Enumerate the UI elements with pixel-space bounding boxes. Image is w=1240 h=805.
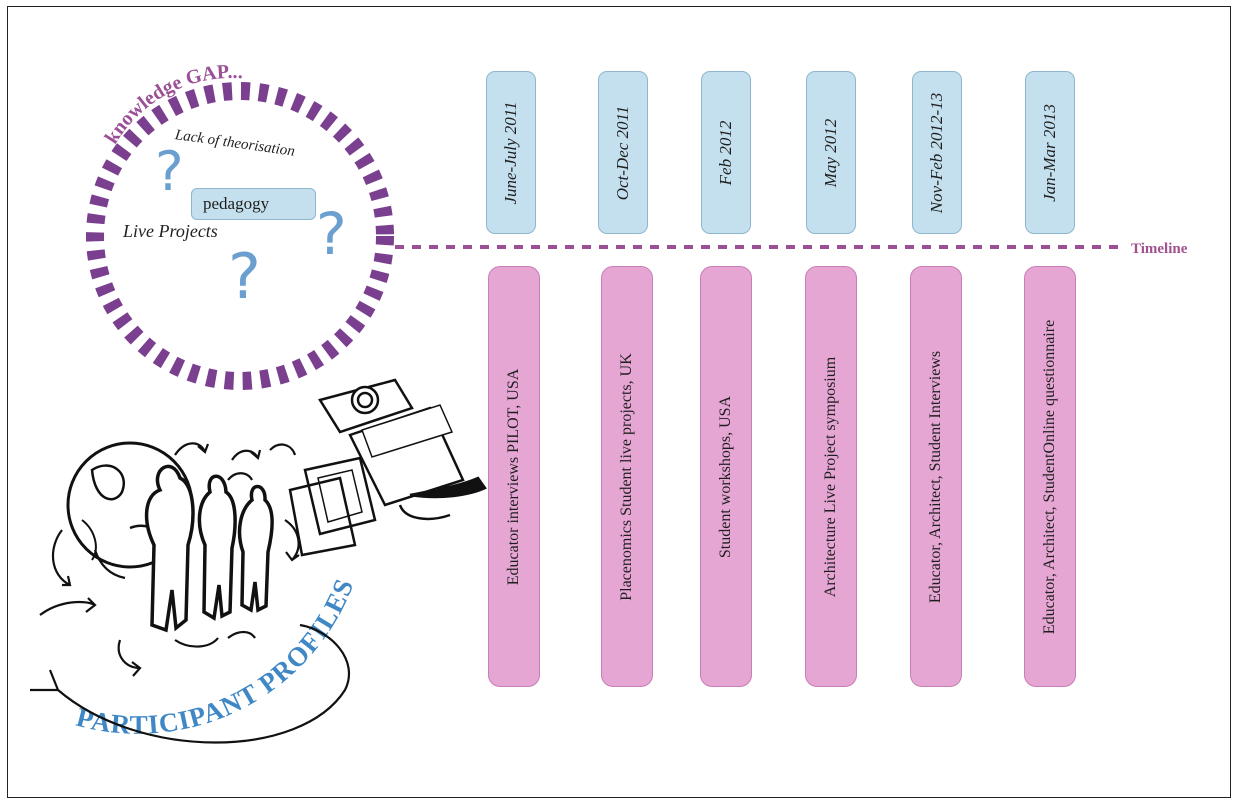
event-box: Architecture Live Project symposium xyxy=(805,266,857,687)
tools-sketch xyxy=(288,378,487,557)
event-label: Educator, Architect, Student Interviews xyxy=(927,350,944,603)
date-box: Oct-Dec 2011 xyxy=(598,71,648,234)
question-mark-icon: ? xyxy=(228,240,261,313)
knowledge-gap-circle xyxy=(86,82,394,390)
event-label: Placenomics Student live projects, UK xyxy=(618,352,635,601)
date-box: Feb 2012 xyxy=(701,71,751,234)
event-box: Educator, Architect, StudentOnline quest… xyxy=(1024,266,1076,687)
date-label: Oct-Dec 2011 xyxy=(613,105,632,200)
date-label: Nov-Feb 2012-13 xyxy=(927,92,946,213)
event-box: Educator interviews PILOT, USA xyxy=(488,266,540,687)
date-label: Feb 2012 xyxy=(716,120,735,185)
date-box: Nov-Feb 2012-13 xyxy=(912,71,962,234)
event-box: Educator, Architect, Student Interviews xyxy=(910,266,962,687)
question-mark-icon: ? xyxy=(316,200,347,268)
event-label: Student workshops, USA xyxy=(717,395,734,558)
date-box: May 2012 xyxy=(806,71,856,234)
event-box: Placenomics Student live projects, UK xyxy=(601,266,653,687)
event-label: Educator, Architect, StudentOnline quest… xyxy=(1041,319,1058,634)
date-box: Jan-Mar 2013 xyxy=(1025,71,1075,234)
date-label: May 2012 xyxy=(821,118,840,187)
pedagogy-box: pedagogy xyxy=(191,188,316,220)
event-label: Educator interviews PILOT, USA xyxy=(505,368,522,585)
participant-figures xyxy=(144,464,274,633)
event-box: Student workshops, USA xyxy=(700,266,752,687)
date-label: June-July 2011 xyxy=(501,100,520,205)
event-label: Architecture Live Project symposium xyxy=(822,356,839,597)
live-projects-label: Live Projects xyxy=(123,221,218,241)
date-label: Jan-Mar 2013 xyxy=(1040,103,1059,202)
swirl-arrows xyxy=(30,442,351,744)
timeline-label: Timeline xyxy=(1131,241,1188,257)
question-mark-icon: ? xyxy=(155,140,184,203)
date-box: June-July 2011 xyxy=(486,71,536,234)
